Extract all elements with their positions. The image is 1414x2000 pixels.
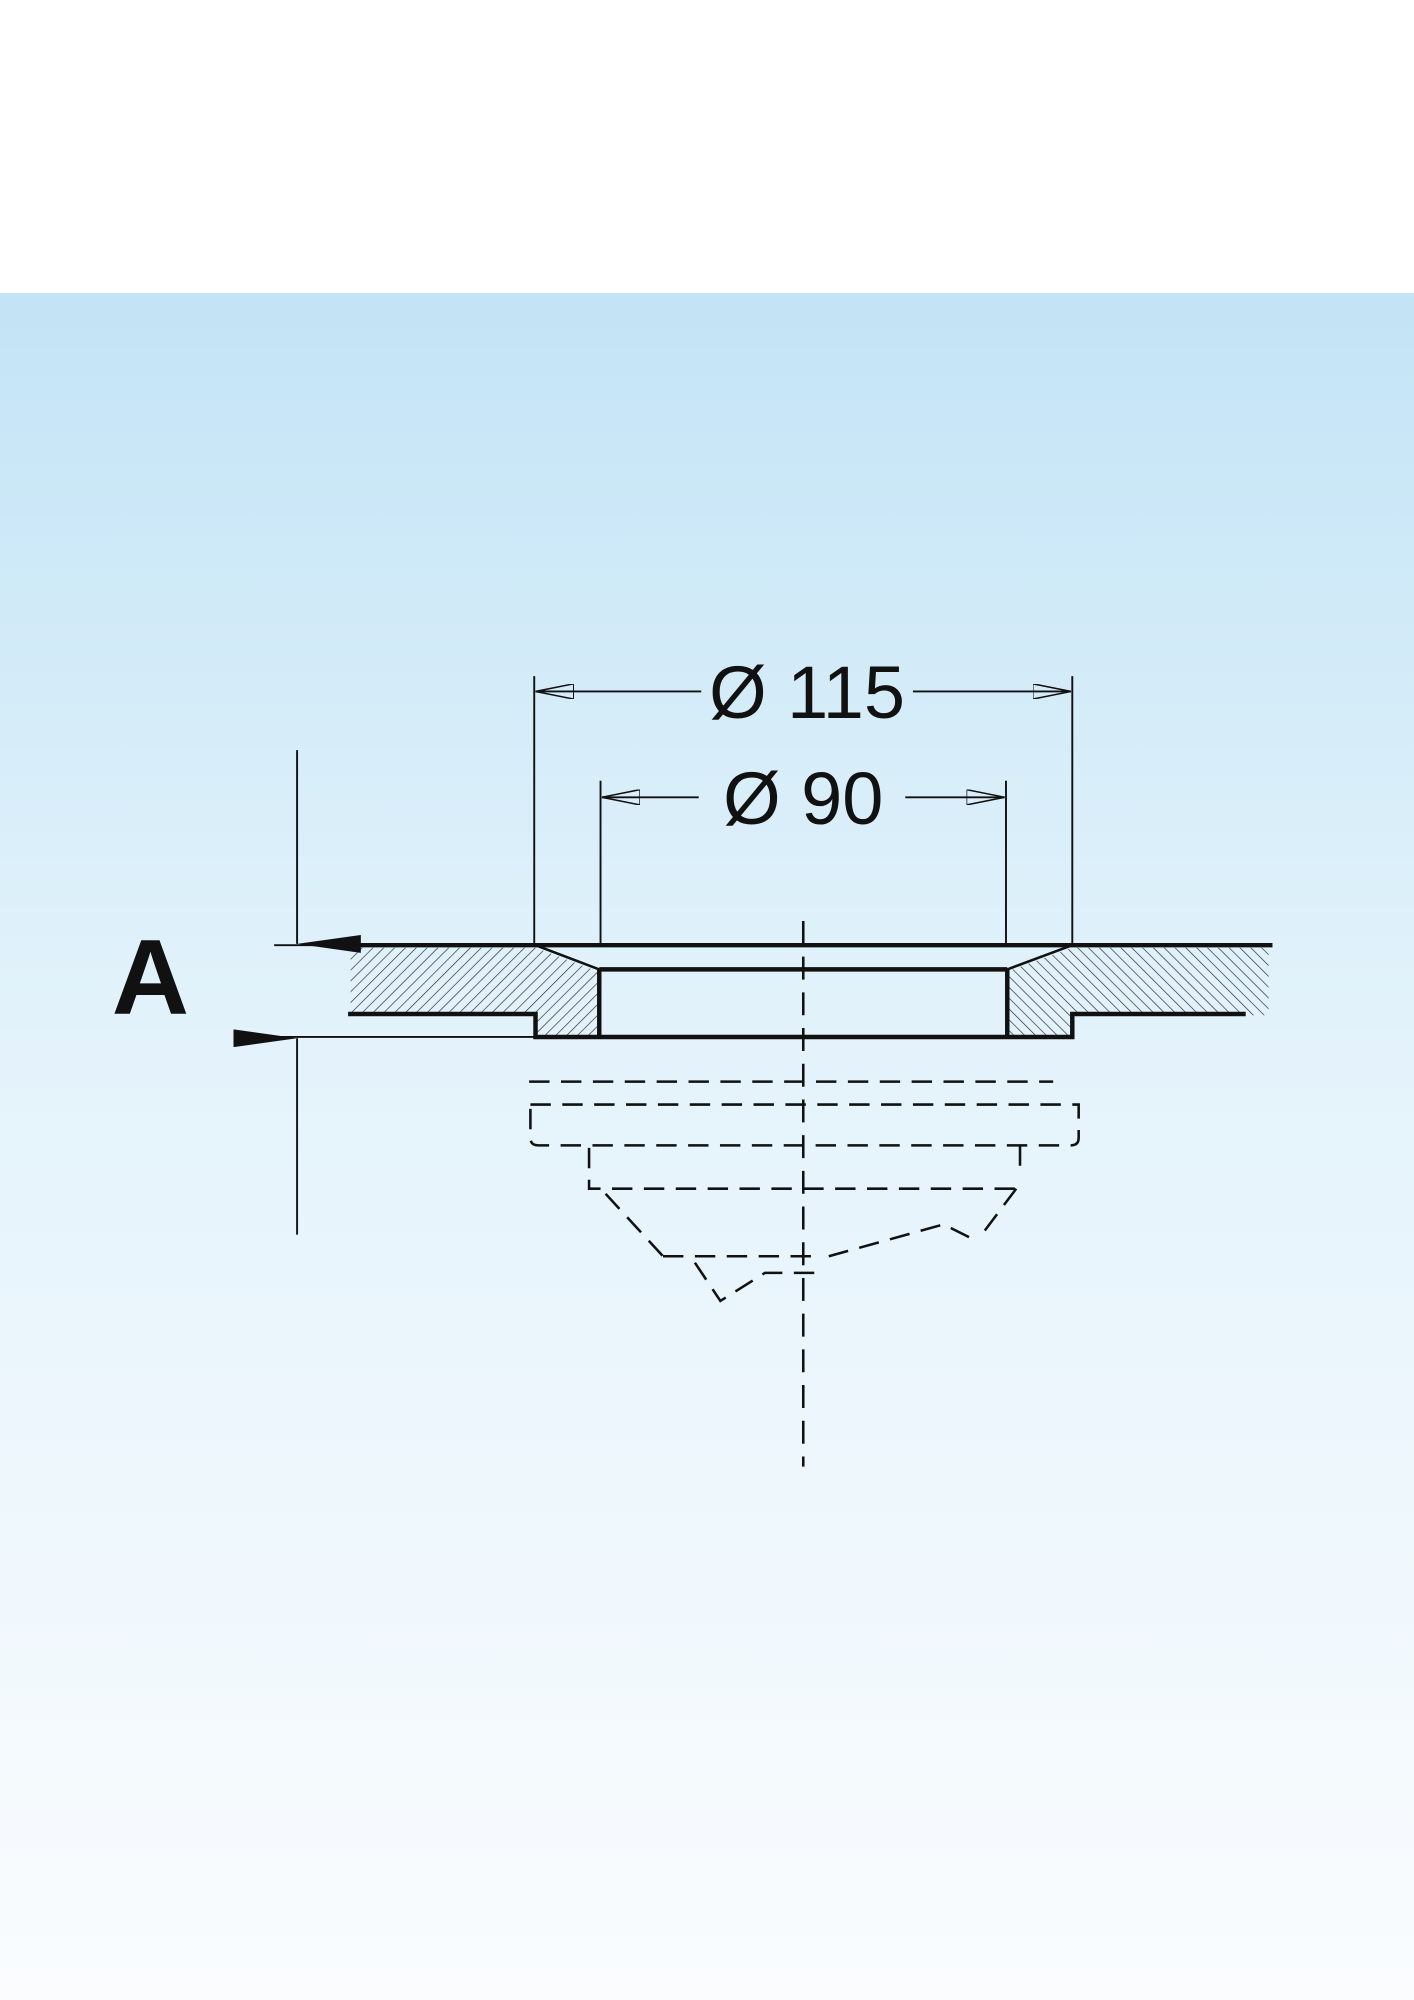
height-label: A xyxy=(112,917,189,1037)
dimension-height xyxy=(233,750,536,1235)
hidden-drain-body xyxy=(529,1080,1080,1303)
dimension-inner xyxy=(599,780,1007,946)
inner-diameter-label: Ø 90 xyxy=(723,757,883,840)
outer-diameter-label: Ø 115 xyxy=(709,651,905,734)
right-hatch-section xyxy=(1005,947,1269,1036)
left-hatch-section xyxy=(350,947,600,1036)
dimension-outer xyxy=(533,676,1074,946)
